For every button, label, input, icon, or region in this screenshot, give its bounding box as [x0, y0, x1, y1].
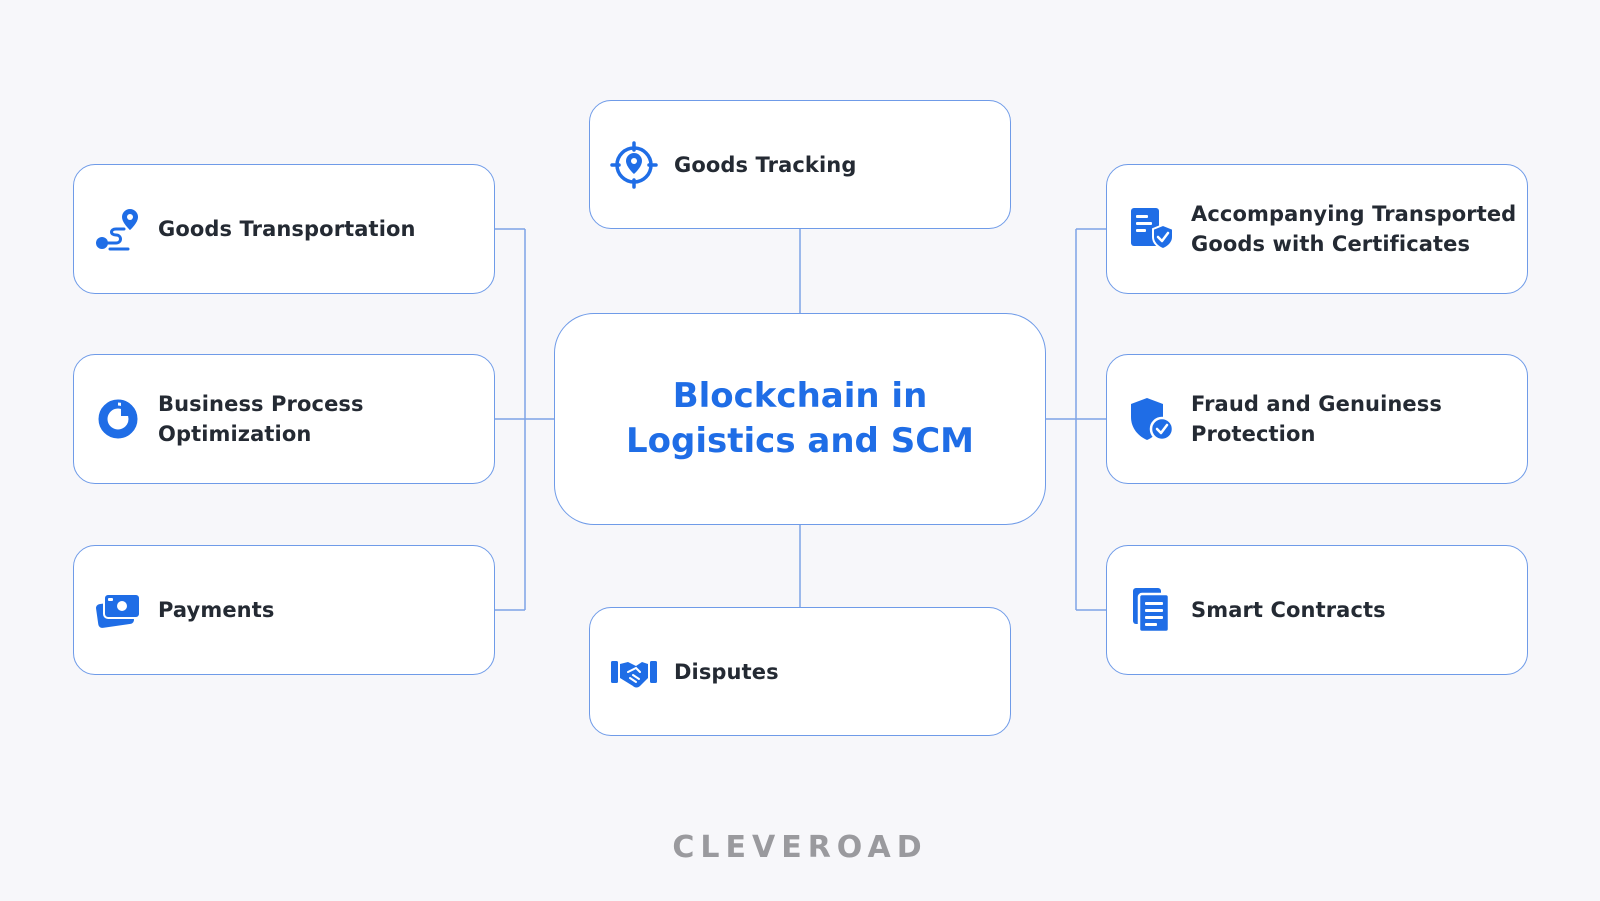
location-target-icon: [610, 140, 658, 189]
node-label: Fraud and Genuiness Protection: [1191, 392, 1442, 446]
node-label: Smart Contracts: [1191, 598, 1386, 622]
node-certificates: Accompanying Transported Goods with Cert…: [1106, 164, 1528, 294]
certificate-shield-icon: [1127, 205, 1175, 253]
node-disputes: Disputes: [589, 607, 1011, 736]
brand-logo: CLEVEROAD: [672, 830, 928, 865]
node-goods-transportation: Goods Transportation: [73, 164, 495, 294]
money-bills-icon: [94, 586, 142, 634]
node-label: Goods Transportation: [158, 217, 416, 241]
node-label: Business Process Optimization: [158, 392, 364, 446]
pie-chart-icon: [94, 395, 142, 443]
center-title: Blockchain in Logistics and SCM: [626, 376, 974, 461]
shield-check-icon: [1127, 395, 1175, 443]
node-goods-tracking: Goods Tracking: [589, 100, 1011, 229]
documents-icon: [1127, 586, 1175, 634]
node-payments: Payments: [73, 545, 495, 675]
node-smart-contracts: Smart Contracts: [1106, 545, 1528, 675]
node-label: Payments: [158, 598, 275, 622]
node-business-process-optimization: Business Process Optimization: [73, 354, 495, 484]
center-node: Blockchain in Logistics and SCM: [554, 313, 1046, 525]
node-label: Goods Tracking: [674, 152, 857, 177]
route-pin-icon: [94, 205, 142, 253]
node-fraud-protection: Fraud and Genuiness Protection: [1106, 354, 1528, 484]
node-label: Disputes: [674, 659, 779, 684]
handshake-icon: [610, 648, 658, 696]
node-label: Accompanying Transported Goods with Cert…: [1191, 202, 1517, 256]
